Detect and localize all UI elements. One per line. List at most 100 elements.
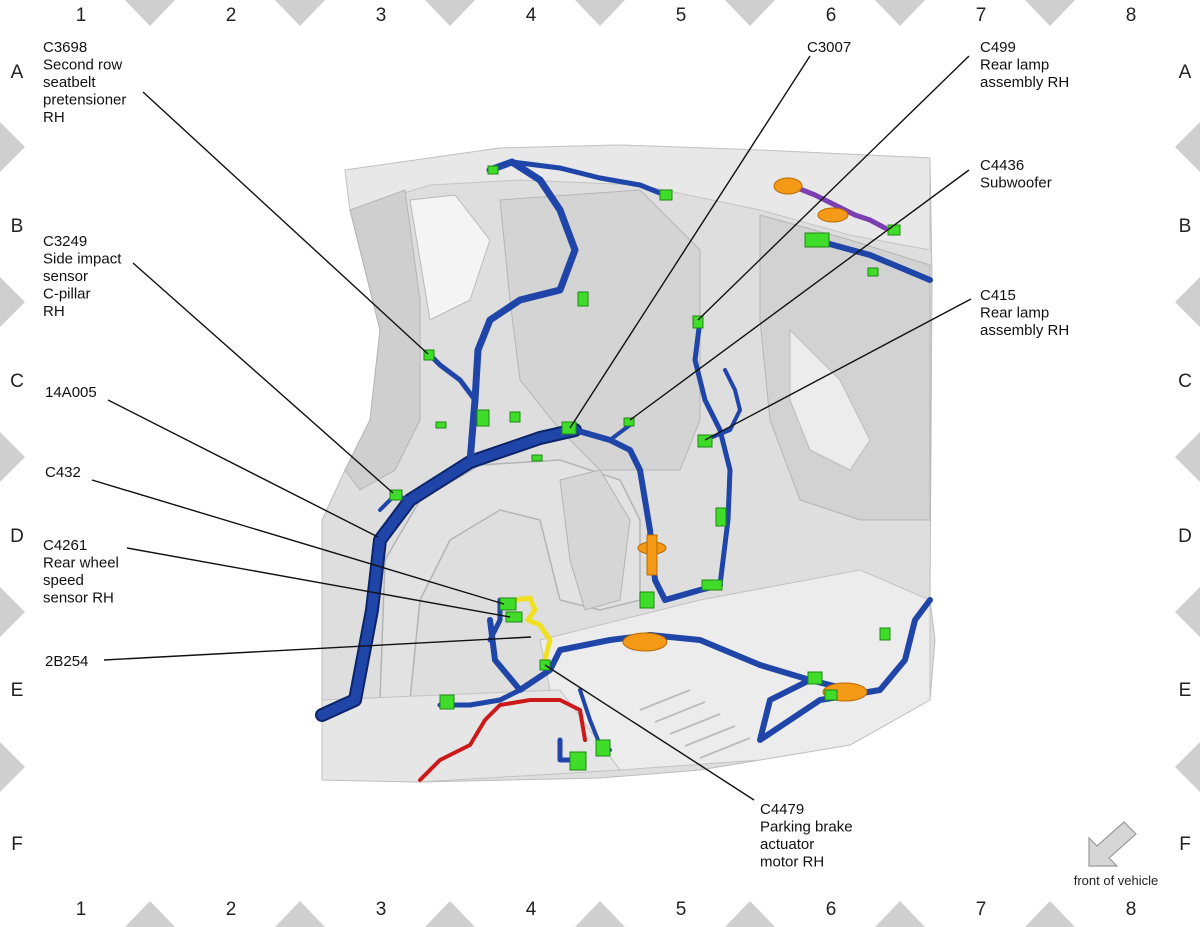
connector bbox=[701, 579, 723, 591]
grid-col-label: 8 bbox=[1126, 5, 1137, 26]
grid-column-labels-top: 1 2 3 4 5 6 7 8 bbox=[76, 5, 1137, 26]
connector-c3249 bbox=[389, 489, 403, 501]
bulkhead-branch bbox=[608, 423, 632, 442]
leader-c499 bbox=[697, 55, 970, 321]
clip bbox=[817, 207, 849, 223]
grid-col-label: 1 bbox=[76, 899, 87, 920]
callout-14a005: 14A005 bbox=[45, 384, 97, 401]
arrow-down-left-icon bbox=[1088, 821, 1137, 867]
c415-branch bbox=[703, 368, 742, 442]
grid-row-label: D bbox=[10, 526, 24, 547]
grid-col-label: 5 bbox=[676, 899, 687, 920]
leader-14a005 bbox=[107, 399, 379, 538]
harness-clips bbox=[622, 177, 868, 702]
leader-c4479 bbox=[544, 664, 755, 801]
callout-labels: C3698 Second row seatbelt pretensioner R… bbox=[43, 39, 1069, 871]
c-pillar-branch bbox=[427, 352, 478, 403]
connector bbox=[867, 267, 879, 277]
connector-c4261 bbox=[505, 611, 523, 623]
callout-c499: C499 Rear lamp assembly RH bbox=[980, 39, 1069, 91]
power-wire bbox=[418, 698, 587, 782]
bulkhead-drop bbox=[572, 427, 723, 603]
callout-c4479: C4479 Parking brake actuator motor RH bbox=[760, 801, 857, 871]
grid-col-label: 6 bbox=[826, 5, 837, 26]
connector-c4436 bbox=[623, 417, 635, 427]
leader-c4261 bbox=[126, 547, 511, 618]
connector bbox=[435, 421, 447, 429]
grid-row-labels-left: A B C D E F bbox=[10, 62, 24, 855]
floor-drop bbox=[437, 687, 523, 708]
grid-row-label: D bbox=[1178, 526, 1192, 547]
connector-c3698 bbox=[423, 349, 435, 361]
connector bbox=[804, 232, 830, 248]
purple-harness bbox=[787, 182, 888, 231]
callout-c4261: C4261 Rear wheel speed sensor RH bbox=[43, 537, 123, 607]
callout-c415: C415 Rear lamp assembly RH bbox=[980, 287, 1069, 339]
grid-col-label: 7 bbox=[976, 5, 987, 26]
orientation-label: front of vehicle bbox=[1074, 873, 1159, 888]
connector-c499 bbox=[692, 315, 704, 329]
callout-c4436: C4436 Subwoofer bbox=[980, 157, 1052, 192]
grid-col-label: 5 bbox=[676, 5, 687, 26]
connector bbox=[887, 224, 901, 236]
grid-col-label: 4 bbox=[526, 899, 537, 920]
grid-row-label: F bbox=[11, 834, 23, 855]
floor-ribs bbox=[639, 689, 751, 759]
callout-c3249: C3249 Side impact sensor C-pillar RH bbox=[43, 233, 126, 320]
wiring-harness bbox=[315, 158, 933, 782]
window-opening bbox=[409, 194, 491, 321]
grid-row-labels-right: A B C D E F bbox=[1178, 62, 1192, 855]
grid-row-label: B bbox=[1179, 216, 1192, 237]
grid-row-label: F bbox=[1179, 834, 1191, 855]
grid-col-label: 1 bbox=[76, 5, 87, 26]
connector bbox=[879, 627, 891, 641]
connector bbox=[531, 454, 543, 462]
wheel-sensor-wire bbox=[512, 595, 553, 663]
grid-col-label: 3 bbox=[376, 899, 387, 920]
connector bbox=[487, 165, 499, 175]
leader-c3007 bbox=[569, 55, 811, 429]
connector bbox=[715, 507, 727, 527]
connector bbox=[439, 694, 455, 710]
clip bbox=[646, 534, 658, 576]
callout-2b254: 2B254 bbox=[45, 653, 88, 670]
grid-row-label: B bbox=[11, 216, 24, 237]
grid-row-label: E bbox=[1179, 680, 1192, 701]
grid-col-label: 2 bbox=[226, 899, 237, 920]
leader-c415 bbox=[704, 298, 972, 441]
grid-col-label: 7 bbox=[976, 899, 987, 920]
clip bbox=[773, 177, 803, 195]
clip bbox=[622, 632, 668, 652]
connector bbox=[824, 689, 838, 701]
upper-shelf-branch bbox=[509, 159, 668, 198]
leader-c432 bbox=[91, 479, 505, 605]
callout-c432: C432 bbox=[45, 464, 81, 481]
quarter-panel bbox=[759, 214, 931, 521]
floor-harness bbox=[487, 617, 853, 693]
connector bbox=[639, 591, 655, 609]
connector bbox=[807, 671, 823, 685]
grid-row-label: E bbox=[11, 680, 24, 701]
main-trunk-harness bbox=[317, 425, 580, 720]
connector-c3007 bbox=[561, 421, 577, 435]
connector bbox=[509, 411, 521, 423]
quarter-panel-cutout bbox=[789, 328, 871, 471]
grid-row-label: A bbox=[1179, 62, 1192, 83]
leader-c3698 bbox=[142, 91, 429, 355]
callout-c3007: C3007 bbox=[807, 39, 851, 56]
right-riser bbox=[692, 317, 733, 588]
leader-2b254 bbox=[103, 636, 532, 661]
upper-right-harness bbox=[812, 237, 933, 283]
leader-lines bbox=[91, 55, 972, 801]
grid-col-label: 2 bbox=[226, 5, 237, 26]
connector bbox=[659, 189, 673, 201]
grid-col-label: 8 bbox=[1126, 899, 1137, 920]
connector bbox=[569, 751, 587, 771]
grid-column-labels-bottom: 1 2 3 4 5 6 7 8 bbox=[76, 899, 1137, 920]
upper-left-branch bbox=[466, 158, 579, 466]
leader-c4436 bbox=[629, 169, 970, 421]
front-of-vehicle-indicator: front of vehicle bbox=[1074, 821, 1159, 888]
connector bbox=[577, 291, 589, 307]
